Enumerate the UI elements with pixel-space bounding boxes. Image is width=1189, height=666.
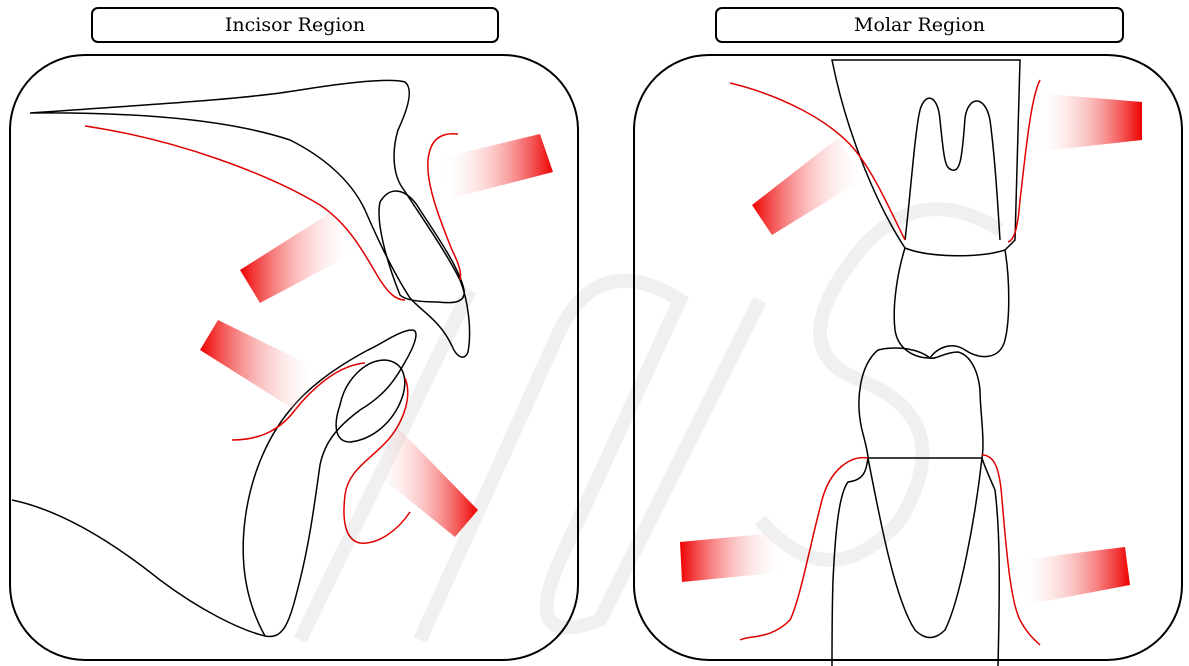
upper-incisor-structure — [30, 80, 470, 357]
lower-molar-structure — [832, 348, 999, 666]
force-arrow-upper-buccal — [1035, 93, 1142, 152]
force-arrow-lower-buccal — [1018, 547, 1130, 605]
lower-incisor-structure — [12, 330, 416, 637]
force-arrow-lower-lingual-molar — [680, 532, 785, 582]
force-arrow-upper-palatal — [240, 213, 356, 303]
force-arrow-upper-labial — [440, 134, 553, 198]
force-arrow-lower-labial — [372, 428, 478, 537]
watermark — [300, 209, 1000, 640]
force-arrow-lower-lingual — [200, 320, 320, 410]
force-arrow-upper-lingual — [752, 138, 865, 235]
